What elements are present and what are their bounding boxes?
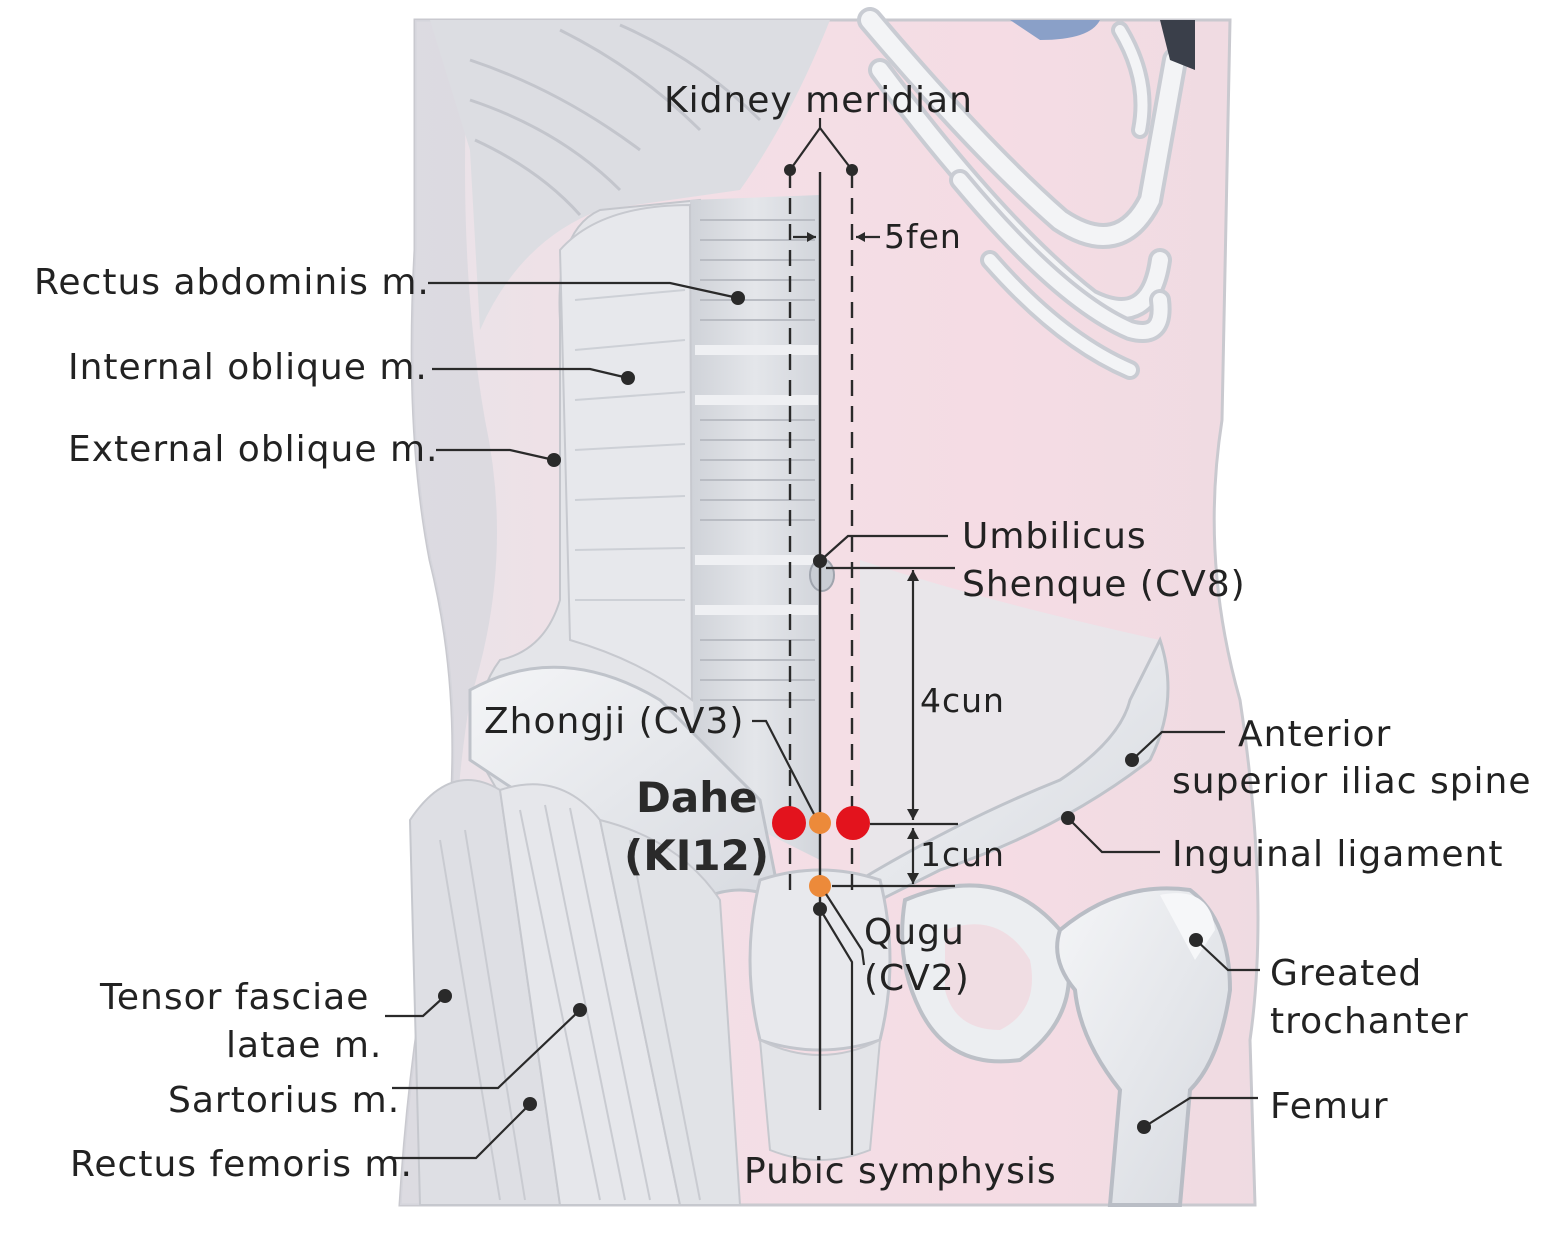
thigh-muscles — [408, 779, 882, 1206]
zhongji-point — [809, 812, 831, 834]
pelvis — [468, 636, 1170, 1064]
pubic-symphysis-label: Pubic symphysis — [744, 1151, 1057, 1192]
four-cun-label: 4cun — [920, 681, 1005, 720]
tendinous-intersections — [695, 345, 818, 615]
zhongji-label: Zhongji (CV3) — [484, 701, 744, 742]
one-cun-dimension — [832, 828, 955, 888]
flank-shading — [400, 20, 497, 1205]
costal-dark-patch — [1160, 20, 1195, 70]
dahe-code-label: (KI12) — [624, 831, 769, 880]
internal-oblique-fibers — [574, 289, 686, 601]
rectus-femoris-label: Rectus femoris m. — [70, 1144, 413, 1185]
internal-oblique-label: Internal oblique m. — [68, 347, 428, 388]
umbilicus-label: Umbilicus — [962, 516, 1147, 557]
right-abdominal-wall — [860, 560, 1160, 880]
five-fen-dimension — [793, 232, 880, 242]
rectus-abdominis-muscle — [690, 195, 820, 860]
serratus-fibers — [469, 23, 762, 216]
anatomy-illustration — [398, 7, 1260, 1207]
serratus-region — [430, 20, 830, 330]
rectus-abdominis-label: Rectus abdominis m. — [34, 262, 430, 303]
dahe-point-left — [772, 806, 806, 840]
meridian-lines — [784, 118, 858, 1110]
kidney-meridian-label: Kidney meridian — [664, 80, 973, 121]
one-cun-label: 1cun — [920, 835, 1005, 874]
qugu-point — [809, 875, 831, 897]
qugu-label: Qugu — [864, 912, 965, 953]
four-cun-dimension — [870, 570, 958, 826]
greated-trochanter-label-line1: Greated — [1270, 953, 1422, 994]
inguinal-ligament-label: Inguinal ligament — [1172, 834, 1504, 875]
dahe-label: Dahe — [636, 773, 758, 822]
asis-label-line1: Anterior — [1238, 714, 1391, 755]
five-fen-label: 5fen — [884, 217, 962, 256]
shenque-label: Shenque (CV8) — [962, 564, 1246, 605]
dahe-point-right — [836, 806, 870, 840]
tensor-fasciae-label-line2: latae m. — [226, 1025, 382, 1066]
sartorius-label: Sartorius m. — [168, 1080, 400, 1121]
femur-label: Femur — [1270, 1086, 1389, 1127]
ribcage — [857, 7, 1188, 380]
greated-trochanter-label-line2: trochanter — [1270, 1001, 1469, 1042]
qugu-code-label: (CV2) — [864, 958, 970, 999]
internal-oblique-muscle — [558, 203, 694, 703]
rectus-fibers — [700, 219, 815, 701]
costal-blue-patch — [1010, 20, 1100, 40]
external-oblique-label: External oblique m. — [68, 429, 438, 470]
tensor-fasciae-label-line1: Tensor fasciae — [99, 977, 369, 1018]
asis-label-line2: superior iliac spine — [1172, 761, 1532, 802]
